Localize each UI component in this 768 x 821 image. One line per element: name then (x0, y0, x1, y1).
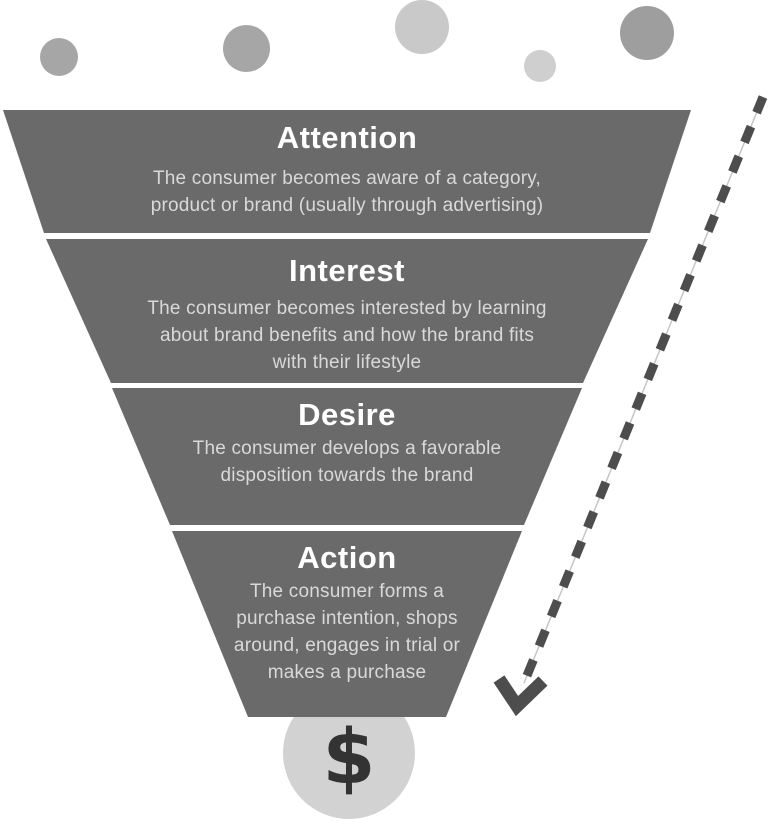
funnel-stage-attention: Attention The consumer becomes aware of … (3, 110, 691, 233)
bubble-icon (395, 0, 449, 54)
stage-description-line: product or brand (usually through advert… (150, 195, 544, 216)
stage-description: The consumer becomes aware of a category… (151, 165, 544, 219)
dollar-sign-icon: $ (322, 711, 376, 801)
stage-title: Interest (289, 253, 405, 288)
stage-title: Desire (298, 397, 396, 432)
bubble-icon (40, 38, 78, 76)
stage-title: Attention (276, 120, 418, 155)
stage-description-line: The consumer develops a favorable (192, 438, 502, 459)
bubble-icon (620, 6, 674, 60)
stage-description-line: disposition towards the brand (220, 465, 474, 486)
stage-description: The consumer forms a purchase intention,… (234, 578, 460, 686)
bubble-icon (524, 50, 556, 82)
stage-description-line: The consumer becomes aware of a category… (152, 168, 542, 189)
stage-description-line: The consumer forms a (249, 581, 445, 602)
funnel-stage-desire: Desire The consumer develops a favorable… (112, 388, 582, 525)
stage-description-line: around, engages in trial or (233, 635, 461, 656)
stage-description-line: with their lifestyle (272, 352, 422, 373)
stage-description-line: makes a purchase (267, 662, 427, 683)
funnel-stage-interest: Interest The consumer becomes interested… (46, 239, 648, 383)
stage-description: The consumer develops a favorable dispos… (193, 435, 502, 489)
bubble-icon (223, 25, 270, 72)
stage-title: Action (297, 540, 397, 575)
stage-description-line: about brand benefits and how the brand f… (159, 325, 535, 346)
stage-description-line: purchase intention, shops (236, 608, 458, 629)
funnel-stage-action: Action The consumer forms a purchase int… (172, 531, 522, 717)
stage-description: The consumer becomes interested by learn… (147, 295, 546, 376)
stage-description-line: The consumer becomes interested by learn… (147, 298, 547, 319)
